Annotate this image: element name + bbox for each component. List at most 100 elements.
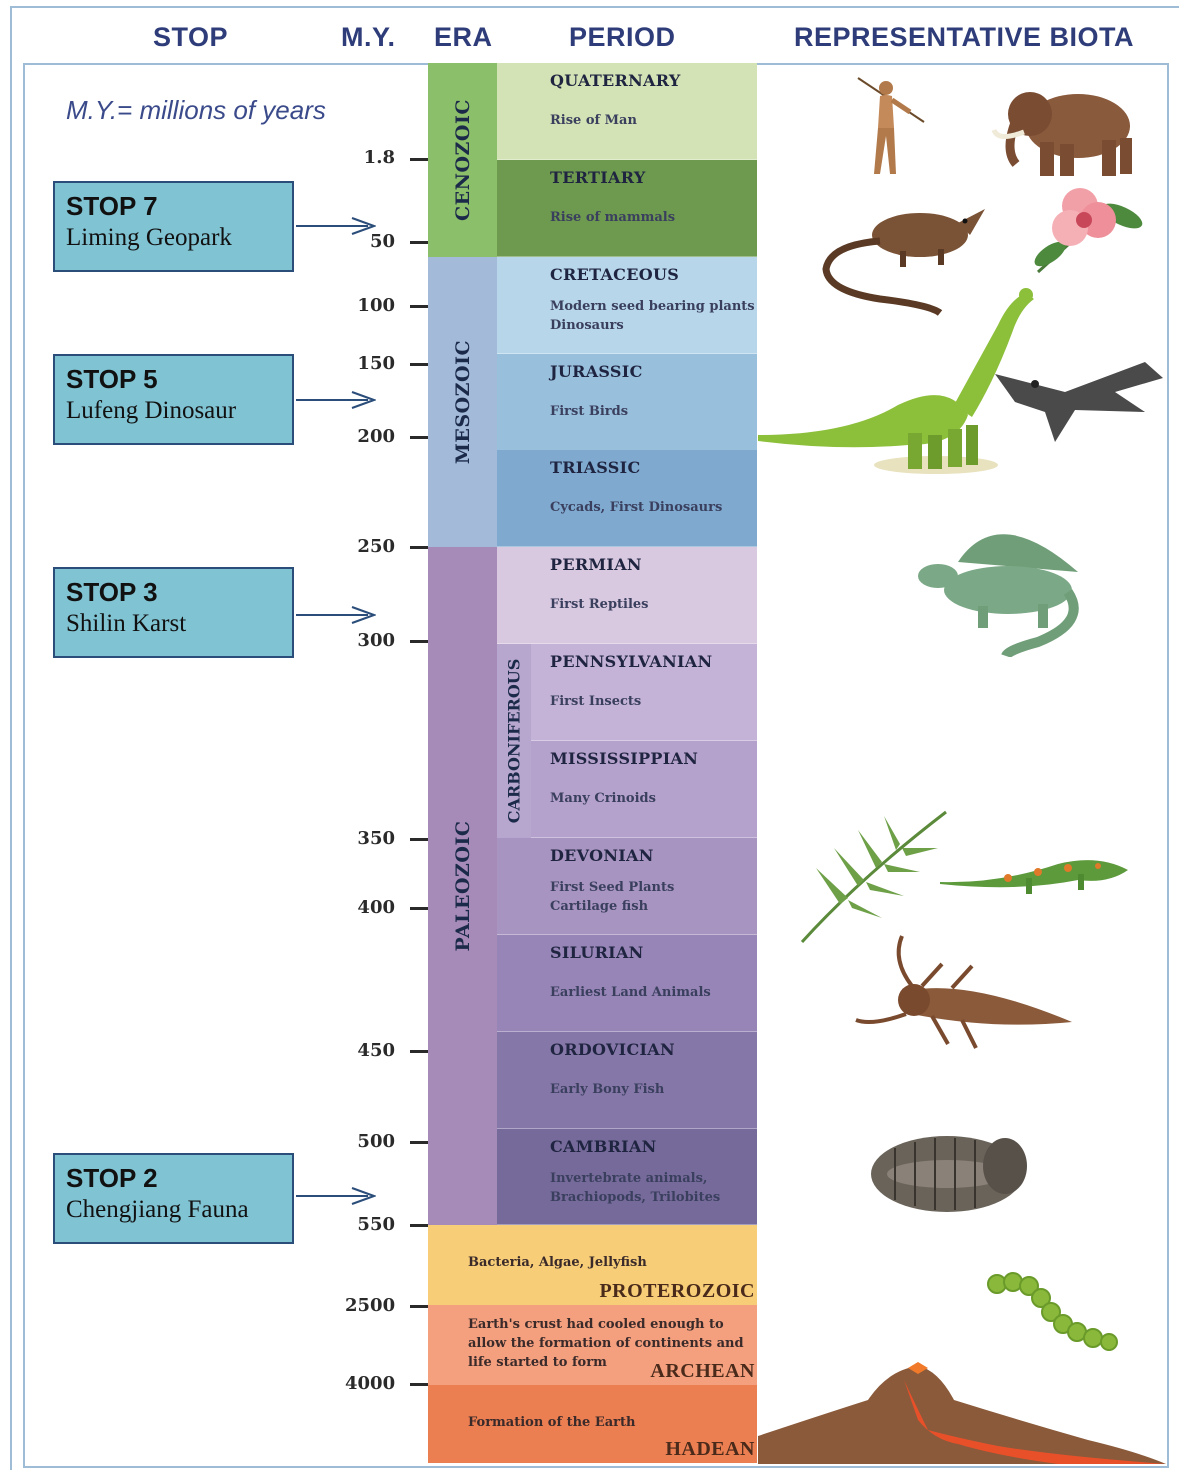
- eon-name: HADEAN: [665, 1438, 755, 1461]
- stop-title: STOP 2: [66, 1163, 292, 1193]
- period-cambrian: CAMBRIAN Invertebrate animals, Brachiopod…: [497, 1129, 757, 1225]
- period-name: MISSISSIPPIAN: [550, 749, 698, 768]
- period-name: CRETACEOUS: [550, 265, 679, 284]
- tick-label: 350: [345, 828, 395, 849]
- period-name: PERMIAN: [550, 555, 642, 574]
- tick-label: 250: [345, 536, 395, 557]
- period-desc: Rise of mammals: [550, 208, 675, 227]
- tick-label: 500: [345, 1131, 395, 1152]
- tick-mark: [410, 1050, 428, 1053]
- eon-proterozoic: Bacteria, Algae, Jellyfish PROTEROZOIC: [428, 1225, 757, 1305]
- stop-7-box: STOP 7 Liming Geopark: [53, 181, 294, 272]
- tick-label: 550: [345, 1214, 395, 1235]
- stop-7-arrow: [296, 214, 376, 238]
- carboniferous-group: CARBONIFEROUS: [497, 644, 531, 838]
- stop-title: STOP 3: [66, 577, 292, 607]
- period-desc: First Insects: [550, 692, 641, 711]
- period-desc: Cycads, First Dinosaurs: [550, 498, 722, 517]
- tick-mark: [410, 546, 428, 549]
- period-name: SILURIAN: [550, 943, 644, 962]
- tick-label: 1.8: [345, 147, 395, 168]
- fern-icon: [800, 808, 950, 943]
- tick-mark: [410, 241, 428, 244]
- period-name: DEVONIAN: [550, 846, 654, 865]
- tick-mark: [410, 1305, 428, 1308]
- period-name: CAMBRIAN: [550, 1137, 657, 1156]
- header-period: PERIOD: [569, 22, 676, 53]
- eon-name: PROTEROZOIC: [599, 1280, 755, 1303]
- period-name: JURASSIC: [550, 362, 643, 381]
- tick-mark: [410, 640, 428, 643]
- stop-2-box: STOP 2 Chengjiang Fauna: [53, 1153, 294, 1244]
- caveman-icon: [850, 70, 930, 185]
- eon-desc: Bacteria, Algae, Jellyfish: [468, 1253, 647, 1272]
- period-triassic: TRIASSICCycads, First Dinosaurs: [497, 450, 757, 547]
- period-desc: First Reptiles: [550, 595, 649, 614]
- tick-mark: [410, 838, 428, 841]
- period-desc: First Birds: [550, 402, 628, 421]
- tick-label: 2500: [345, 1295, 395, 1316]
- flower-icon: [1018, 182, 1148, 282]
- era-cenozoic: CENOZOIC: [428, 63, 497, 257]
- outer-frame-left: [10, 6, 12, 1470]
- mammoth-icon: [990, 80, 1145, 180]
- stop-5-box: STOP 5 Lufeng Dinosaur: [53, 354, 294, 445]
- tick-label: 100: [345, 295, 395, 316]
- tick-mark: [410, 1383, 428, 1386]
- period-jurassic: JURASSIC First Birds: [497, 354, 757, 451]
- stop-name: Shilin Karst: [66, 607, 292, 641]
- period-desc: Early Bony Fish: [550, 1080, 664, 1099]
- header-stop: STOP: [153, 22, 228, 53]
- stop-3-box: STOP 3 Shilin Karst: [53, 567, 294, 658]
- era-label: MESOZOIC: [452, 340, 474, 464]
- era-label: CENOZOIC: [452, 99, 474, 221]
- dimetrodon-icon: [918, 512, 1098, 657]
- stop-title: STOP 5: [66, 364, 292, 394]
- tick-mark: [410, 436, 428, 439]
- tick-label: 400: [345, 897, 395, 918]
- period-name: QUATERNARY: [550, 71, 681, 90]
- tick-mark: [410, 1224, 428, 1227]
- stop-5-arrow: [296, 388, 376, 412]
- worm-icon: [985, 1270, 1125, 1360]
- eon-desc: Formation of the Earth: [468, 1413, 636, 1432]
- tick-label: 300: [345, 630, 395, 651]
- bird-dinosaur-icon: [995, 352, 1167, 447]
- period-desc: Earliest Land Animals: [550, 983, 711, 1002]
- period-name: PENNSYLVANIAN: [550, 652, 712, 671]
- tick-mark: [410, 907, 428, 910]
- amphibian-icon: [938, 848, 1130, 898]
- period-desc: Invertebrate animals, Brachiopods, Trilo…: [550, 1169, 720, 1207]
- tick-mark: [410, 158, 428, 161]
- tick-mark: [410, 305, 428, 308]
- tick-label: 200: [345, 426, 395, 447]
- outer-frame-top: [10, 6, 1179, 8]
- period-pennsylvanian: PENNSYLVANIAN First Insects: [531, 644, 757, 741]
- tick-mark: [410, 363, 428, 366]
- era-paleozoic: PALEOZOIC: [428, 547, 497, 1225]
- tick-label: 150: [345, 353, 395, 374]
- carboniferous-label: CARBONIFEROUS: [505, 659, 524, 824]
- eon-archean: Earth's crust had cooled enough to allow…: [428, 1305, 757, 1385]
- period-desc: Rise of Man: [550, 111, 637, 130]
- period-permian: PERMIAN First Reptiles: [497, 547, 757, 644]
- period-silurian: SILURIAN Earliest Land Animals: [497, 935, 757, 1032]
- stop-3-arrow: [296, 603, 376, 627]
- eon-name: ARCHEAN: [650, 1360, 755, 1383]
- trilobite-icon: [855, 1118, 1030, 1223]
- era-label: PALEOZOIC: [452, 821, 474, 952]
- sea-scorpion-icon: [852, 930, 1077, 1055]
- stop-2-arrow: [296, 1184, 376, 1208]
- period-desc: First Seed Plants Cartilage fish: [550, 878, 674, 916]
- header-biota: REPRESENTATIVE BIOTA: [794, 22, 1134, 53]
- volcano-icon: [758, 1360, 1166, 1464]
- units-note: M.Y.= millions of years: [66, 95, 326, 126]
- stop-name: Chengjiang Fauna: [66, 1193, 292, 1227]
- tick-label: 4000: [345, 1373, 395, 1394]
- stop-name: Liming Geopark: [66, 221, 292, 255]
- tick-label: 450: [345, 1040, 395, 1061]
- stop-title: STOP 7: [66, 191, 292, 221]
- period-quaternary: QUATERNARY Rise of Man: [497, 63, 757, 160]
- stop-name: Lufeng Dinosaur: [66, 394, 292, 428]
- header-my: M.Y.: [341, 22, 396, 53]
